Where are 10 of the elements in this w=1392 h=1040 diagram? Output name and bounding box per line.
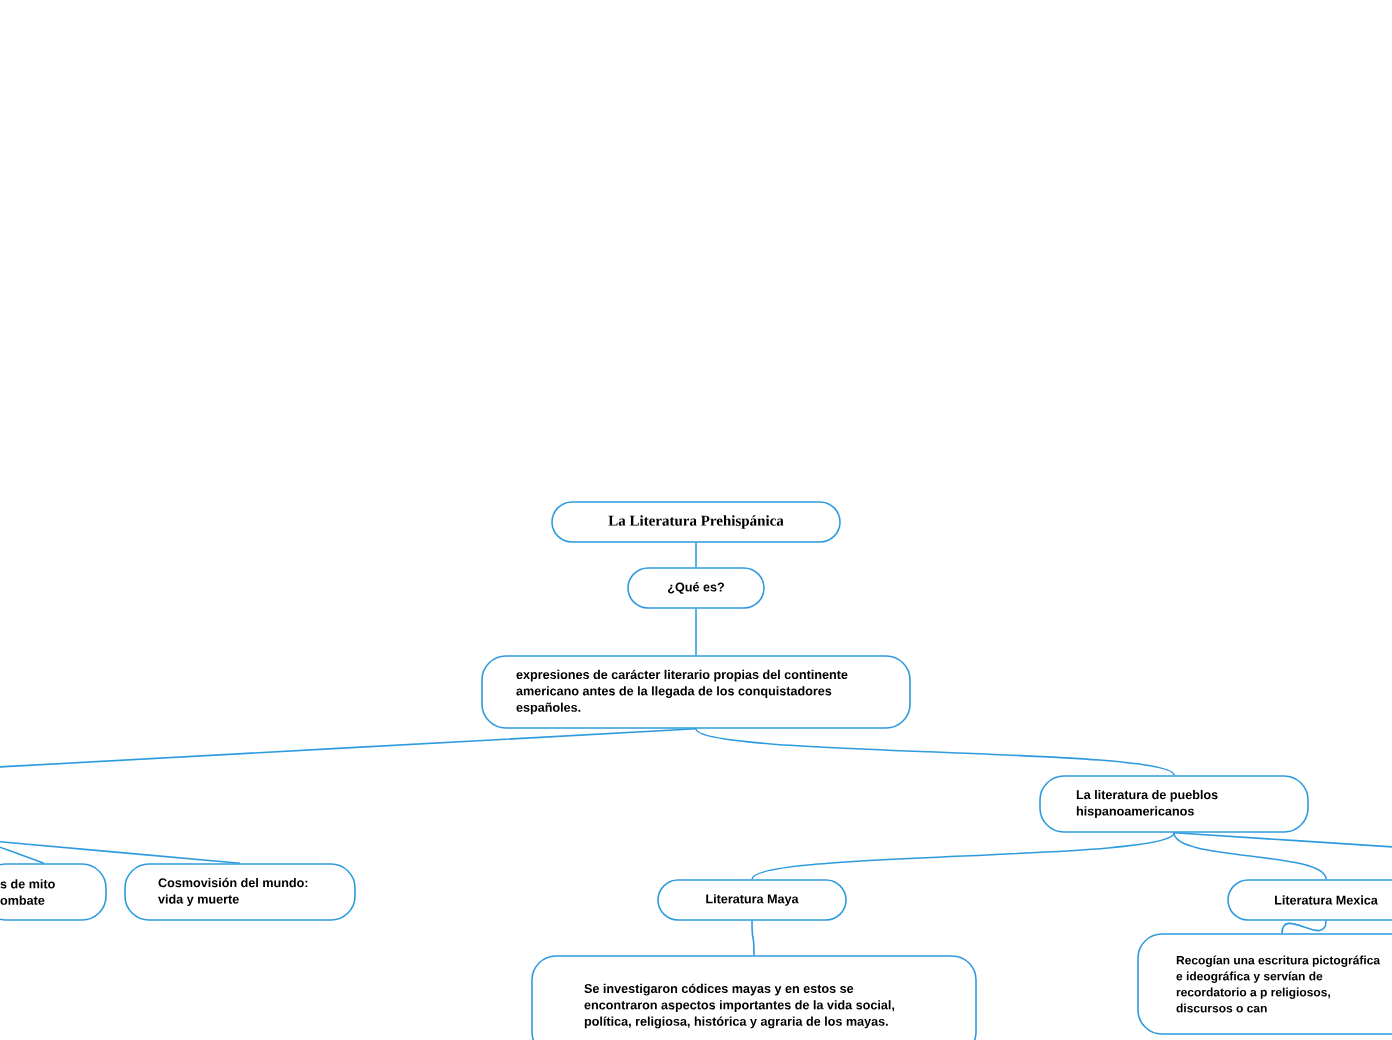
connector — [0, 728, 697, 769]
connector — [1173, 832, 1392, 849]
connector — [1173, 832, 1327, 880]
connector — [695, 608, 697, 656]
connector — [695, 542, 697, 568]
connector — [0, 839, 241, 864]
connector — [1281, 920, 1327, 934]
connector — [751, 920, 755, 956]
connector — [695, 728, 1175, 776]
connector — [751, 832, 1175, 880]
